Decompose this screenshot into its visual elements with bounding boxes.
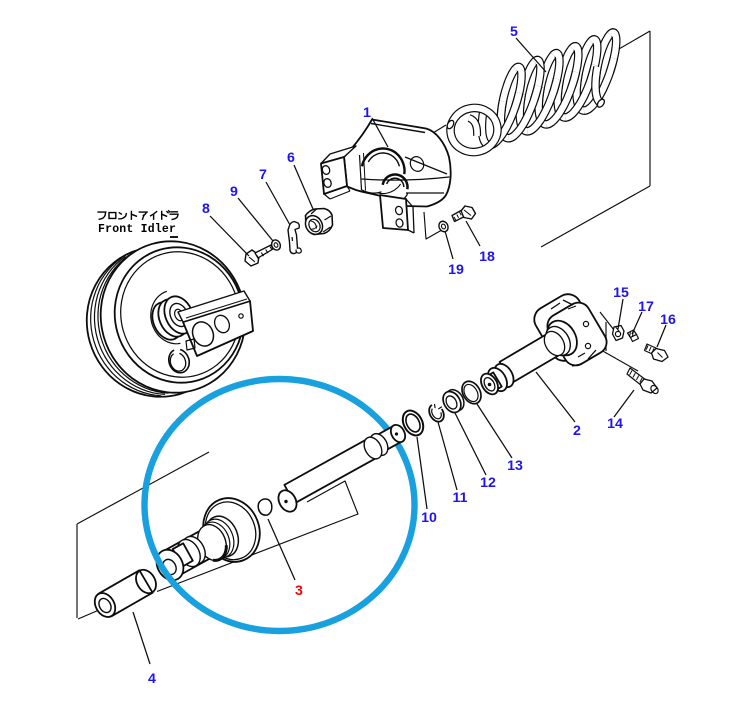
svg-text:15: 15 <box>613 285 629 301</box>
svg-text:14: 14 <box>607 416 623 432</box>
svg-text:6: 6 <box>287 150 295 166</box>
svg-text:1: 1 <box>363 105 371 121</box>
svg-text:8: 8 <box>202 201 210 217</box>
svg-text:19: 19 <box>448 262 464 278</box>
svg-text:12: 12 <box>480 475 496 491</box>
svg-text:Front Idler: Front Idler <box>98 223 176 236</box>
svg-text:7: 7 <box>259 167 267 183</box>
svg-text:17: 17 <box>638 299 654 315</box>
svg-text:9: 9 <box>230 184 238 200</box>
svg-text:18: 18 <box>479 249 495 265</box>
svg-text:13: 13 <box>507 458 523 474</box>
svg-text:4: 4 <box>148 671 156 687</box>
svg-text:3: 3 <box>295 583 303 599</box>
svg-text:2: 2 <box>573 423 581 439</box>
svg-text:11: 11 <box>453 490 468 506</box>
svg-text:16: 16 <box>660 312 676 328</box>
svg-text:5: 5 <box>510 24 518 40</box>
svg-text:10: 10 <box>421 510 437 526</box>
